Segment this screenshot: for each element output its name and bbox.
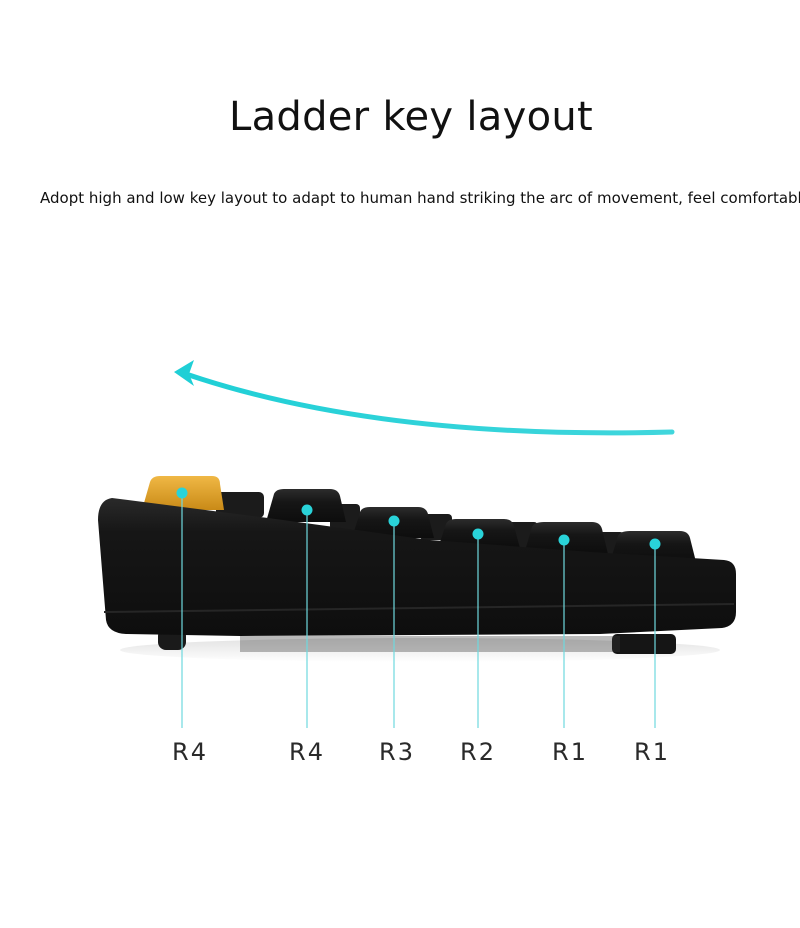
row-label: R3 <box>379 738 415 766</box>
row-label: R1 <box>634 738 670 766</box>
body-seam <box>103 603 735 613</box>
keycap-back-row <box>216 492 264 518</box>
row-label: R1 <box>552 738 588 766</box>
arc-arrow <box>174 360 675 436</box>
page-title: Ladder key layout <box>229 94 593 140</box>
keyboard-body <box>98 498 736 636</box>
row-labels: R4 R4 R3 R2 R1 R1 <box>172 738 670 766</box>
page-subtitle: Adopt high and low key layout to adapt t… <box>40 189 800 207</box>
marker-dot <box>301 504 313 516</box>
leader-lines <box>181 493 656 728</box>
rear-foot <box>612 634 676 654</box>
marker-dot <box>388 515 400 527</box>
row-label: R4 <box>172 738 208 766</box>
markers <box>176 487 661 550</box>
marker-dot <box>176 487 188 499</box>
marker-dot <box>649 538 661 550</box>
row-label: R4 <box>289 738 325 766</box>
base-plate <box>240 636 620 652</box>
row-label: R2 <box>460 738 496 766</box>
keyboard-shadow <box>120 638 720 662</box>
marker-dot <box>558 534 570 546</box>
marker-dot <box>472 528 484 540</box>
